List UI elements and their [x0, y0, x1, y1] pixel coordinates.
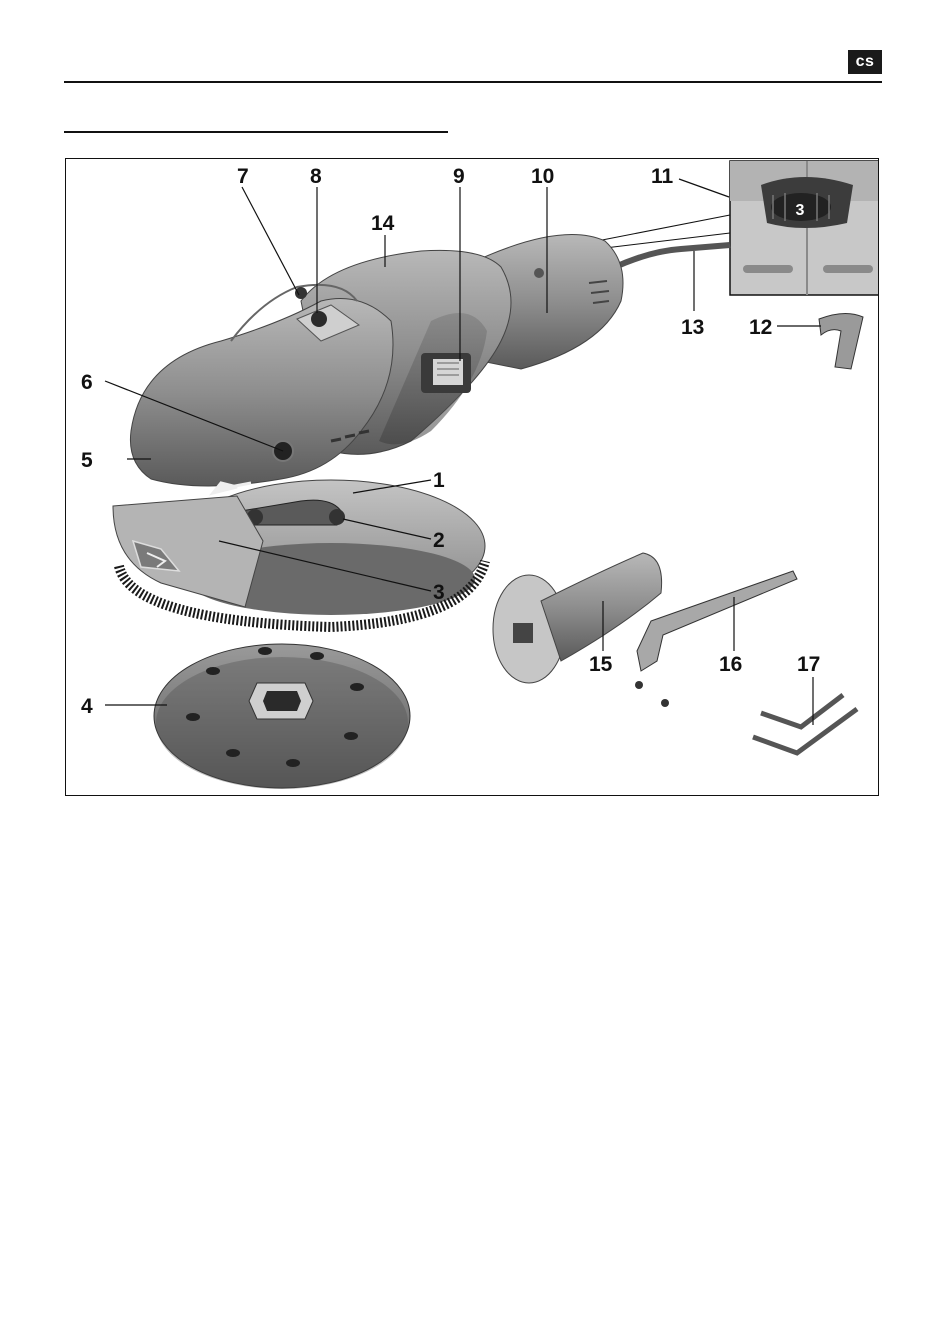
callout-9: 9	[453, 165, 465, 188]
language-badge: cs	[848, 50, 882, 74]
tool-illustration: 3	[66, 159, 879, 796]
callout-17: 17	[797, 653, 820, 676]
callout-8: 8	[310, 165, 322, 188]
callout-12: 12	[749, 316, 772, 339]
on-off-switch	[421, 353, 471, 393]
callout-1: 1	[433, 469, 445, 492]
callout-11: 11	[651, 165, 674, 188]
power-cord	[615, 245, 730, 267]
section-rule	[64, 131, 448, 133]
speed-dial-value: 3	[796, 202, 805, 219]
callout-6: 6	[81, 371, 93, 394]
callout-16: 16	[719, 653, 742, 676]
callout-5: 5	[81, 449, 93, 472]
callout-3: 3	[433, 581, 445, 604]
callout-14: 14	[371, 212, 395, 235]
callout-15: 15	[589, 653, 613, 676]
callout-2: 2	[433, 529, 445, 552]
callout-13: 13	[681, 316, 704, 339]
auxiliary-handle	[493, 553, 662, 683]
tool-diagram-figure: 3	[65, 158, 879, 796]
speed-dial-inset: 3	[730, 161, 879, 295]
hex-keys	[753, 695, 857, 753]
callout-7: 7	[237, 165, 249, 188]
header-rule	[64, 81, 882, 83]
callout-10: 10	[531, 165, 554, 188]
cord-clip	[819, 313, 863, 369]
callout-4: 4	[81, 695, 93, 718]
backing-plate	[154, 644, 410, 789]
